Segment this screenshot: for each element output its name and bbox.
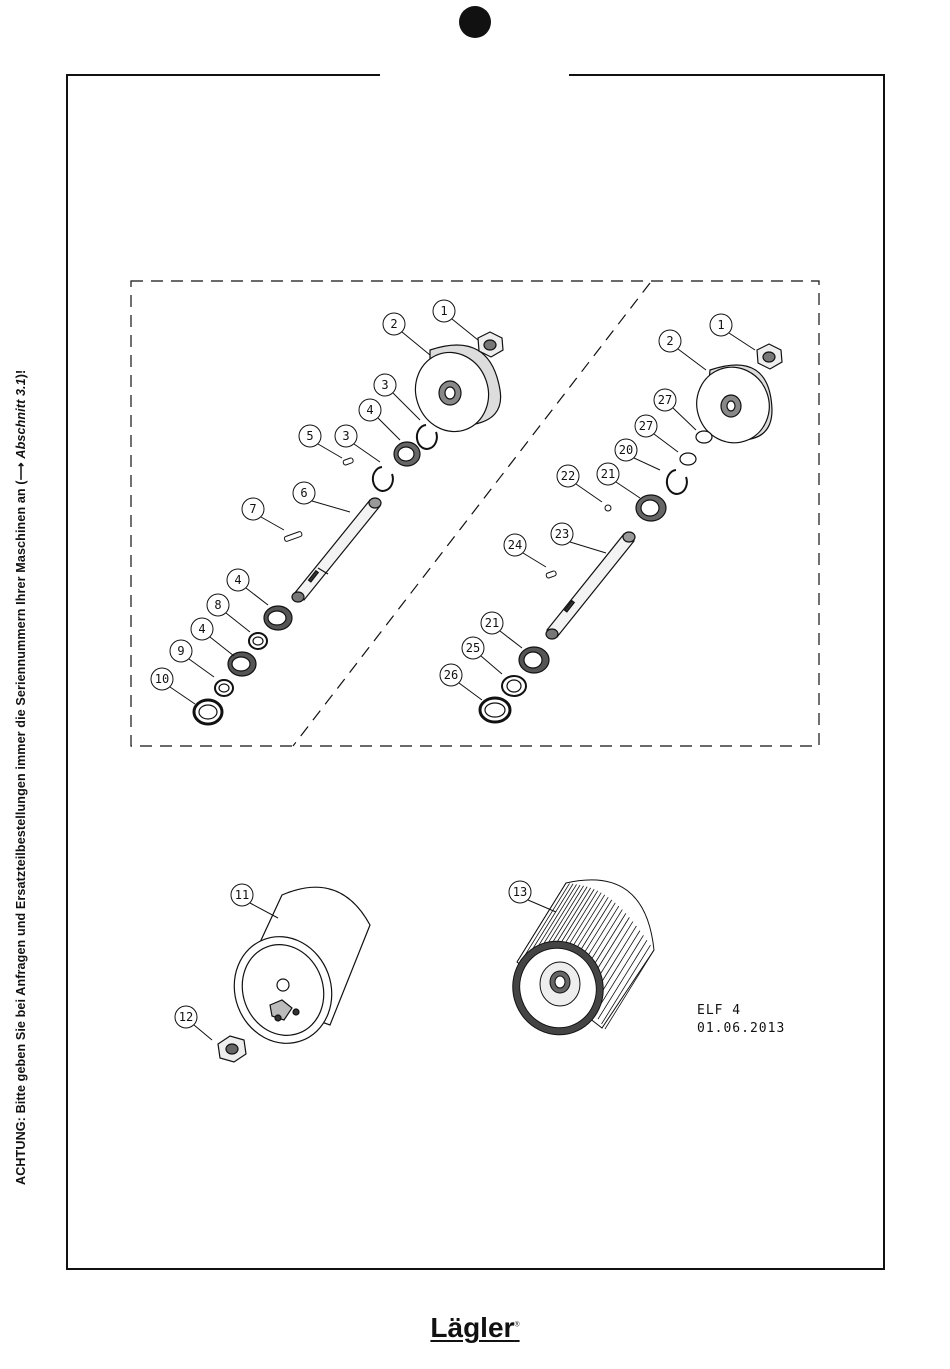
- callout-leader-line: [523, 553, 546, 567]
- bearing-part: [394, 442, 420, 466]
- callout-label: 25: [466, 641, 480, 655]
- callout-leader-line: [616, 482, 640, 498]
- key-part: [343, 457, 354, 465]
- page-marker-dot: [459, 6, 491, 38]
- callout-label: 21: [485, 616, 499, 630]
- callout-leader-line: [250, 903, 278, 918]
- callout-label: 13: [513, 885, 527, 899]
- callout-label: 7: [249, 502, 256, 516]
- feather-key-part-right: [546, 570, 557, 578]
- callout-leader-line: [452, 319, 478, 340]
- callout-label: 3: [381, 378, 388, 392]
- callout-label: 3: [342, 429, 349, 443]
- callout-leader-line: [576, 484, 602, 502]
- brand-logo: Lägler®: [418, 1312, 532, 1344]
- feather-key-part: [284, 531, 303, 542]
- callout-label: 9: [177, 644, 184, 658]
- callout-label: 11: [235, 888, 249, 902]
- shaft-part: [292, 498, 381, 602]
- callout-leader-line: [246, 588, 268, 605]
- washer-part: [680, 431, 712, 465]
- pulley-part: [404, 342, 500, 442]
- drawing-date: 01.06.2013: [697, 1021, 785, 1036]
- callout-label: 10: [155, 672, 169, 686]
- callout-label: 23: [555, 527, 569, 541]
- callout-label: 4: [198, 622, 205, 636]
- callout-leader-line: [261, 517, 284, 530]
- callout-label: 5: [306, 429, 313, 443]
- callout-label: 4: [234, 573, 241, 587]
- circlip-part-right: [667, 470, 687, 494]
- pin-part: [605, 505, 611, 511]
- callout-label: 21: [601, 467, 615, 481]
- callout-label: 27: [658, 393, 672, 407]
- hex-nut-part-lower: [218, 1036, 246, 1062]
- callout-label: 20: [619, 443, 633, 457]
- callout-leader-line: [318, 444, 342, 458]
- callout-leader-line: [634, 458, 660, 470]
- callout-leader-line: [729, 333, 755, 350]
- callout-leader-line: [378, 418, 400, 440]
- callout-label: 12: [179, 1010, 193, 1024]
- registered-mark: ®: [514, 1322, 519, 1329]
- drawing-frame: [67, 75, 884, 1269]
- callout-leader-line: [402, 332, 430, 355]
- callout-leader-line: [459, 683, 482, 700]
- callout-leader-line: [226, 613, 250, 632]
- callout-leader-line: [500, 631, 522, 648]
- callout-label: 6: [300, 486, 307, 500]
- callout-label: 26: [444, 668, 458, 682]
- callout-label: 1: [440, 304, 447, 318]
- callout-label: 24: [508, 538, 522, 552]
- lower-bearing-stack-right: [480, 647, 549, 722]
- callout-leader-line: [189, 659, 214, 677]
- callout-label: 27: [639, 419, 653, 433]
- hex-nut-part-right: [757, 344, 782, 369]
- callout-leader-line: [170, 687, 195, 704]
- callout-leader-line: [673, 408, 696, 430]
- callout-leader-line: [570, 542, 606, 553]
- drum-part: [219, 887, 370, 1057]
- callout-label: 22: [561, 469, 575, 483]
- callout-leader-line: [481, 656, 502, 674]
- callout-label: 1: [717, 318, 724, 332]
- callout-label: 4: [366, 403, 373, 417]
- callout-label: 2: [390, 317, 397, 331]
- callout-label: 2: [666, 334, 673, 348]
- callout-label: 8: [214, 598, 221, 612]
- callout-leader-line: [354, 444, 380, 462]
- callout-leader-line: [210, 637, 234, 656]
- brand-name: Lägler: [430, 1312, 514, 1343]
- ribbed-drum-part: [500, 880, 654, 1048]
- callout-leader-line: [654, 434, 678, 452]
- callout-leader-line: [678, 349, 706, 370]
- bearing-part-right: [636, 495, 666, 521]
- callout-leader-line: [312, 501, 350, 512]
- callout-leader-line: [194, 1025, 212, 1040]
- drawing-code: ELF 4: [697, 1003, 741, 1018]
